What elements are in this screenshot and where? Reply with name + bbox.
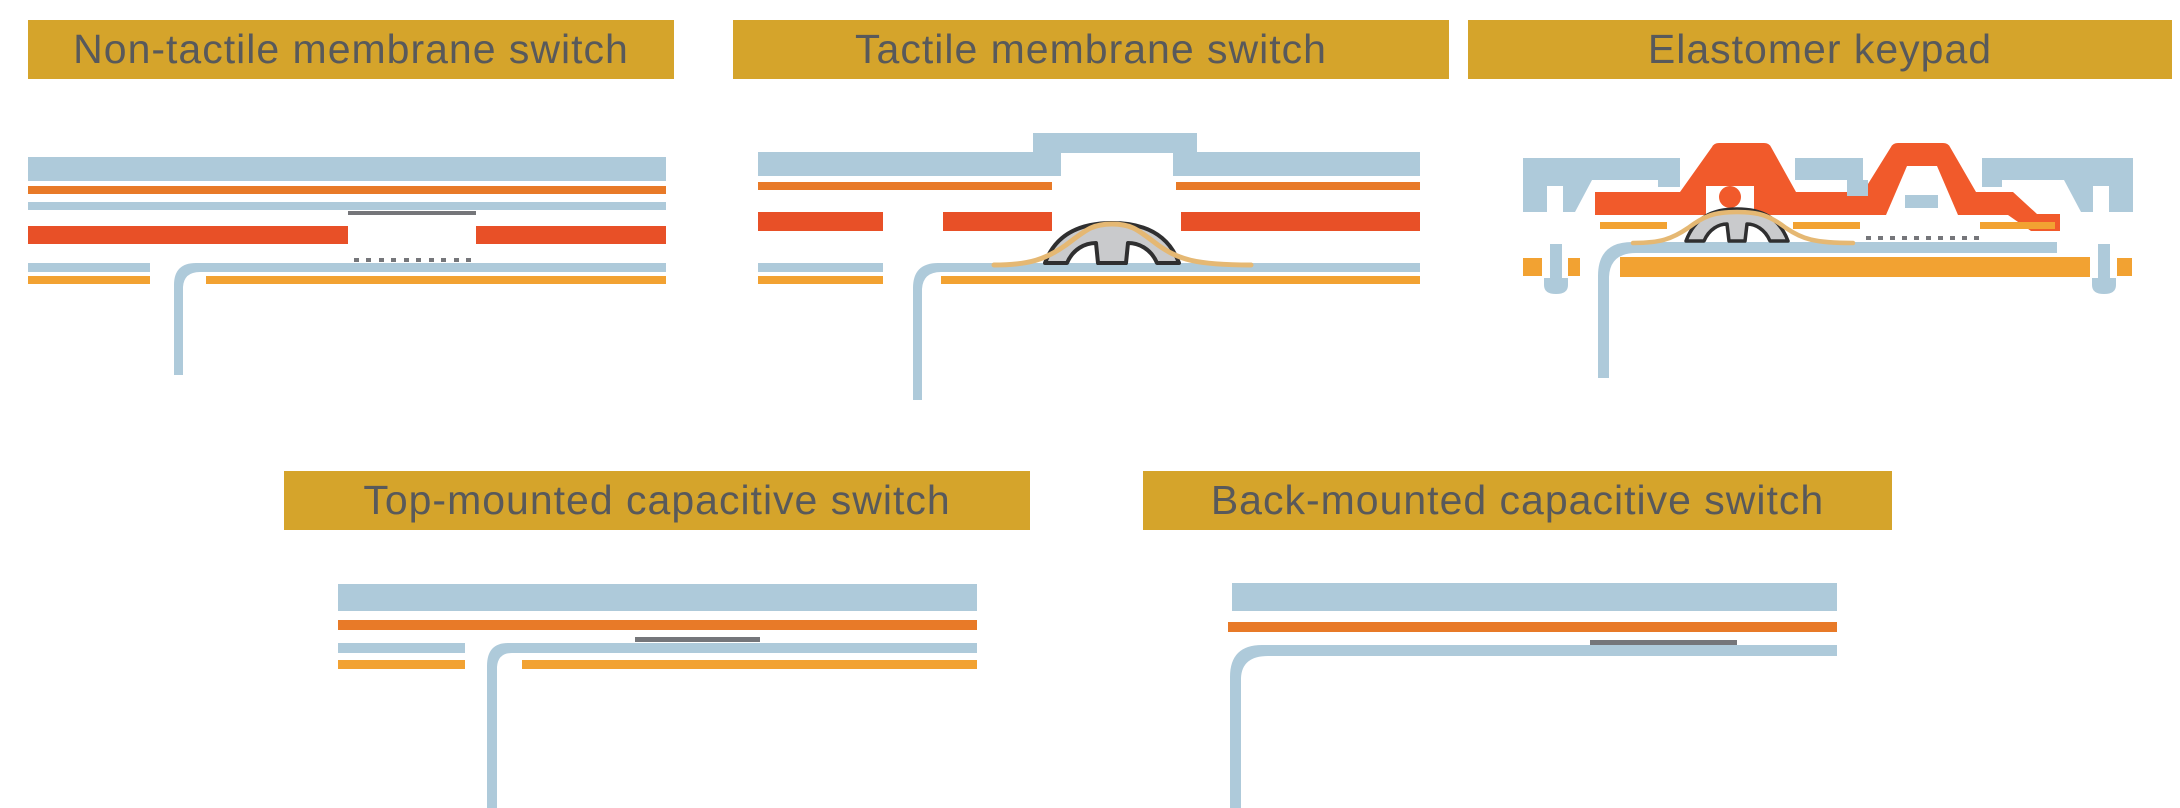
banner-label: Non-tactile membrane switch <box>73 26 629 72</box>
screw-shaft <box>2098 244 2110 280</box>
diagram-elastomer-keypad <box>1523 143 2133 378</box>
overlay-layer <box>1232 583 1837 611</box>
housing-plate-middle <box>1795 158 1863 180</box>
bottom-adhesive-right <box>522 660 977 669</box>
adhesive-layer <box>28 186 666 194</box>
housing-screw-slot-left <box>1547 186 1563 212</box>
banner-back-mounted-capacitive-switch: Back-mounted capacitive switch <box>1143 471 1892 530</box>
sensor-electrode-line <box>1590 640 1737 645</box>
banner-label: Back-mounted capacitive switch <box>1210 477 1825 523</box>
spacer-layer-right <box>1181 212 1420 231</box>
adhesive-layer <box>338 620 977 630</box>
pcb-block-outer-right <box>2117 258 2132 276</box>
diagram-tactile-membrane-switch <box>758 133 1420 400</box>
adhesive-strip-left <box>1600 222 1667 229</box>
spacer-layer-middle <box>943 212 1052 231</box>
tactile-membrane-sheet <box>991 221 1254 268</box>
banner-tactile-membrane-switch: Tactile membrane switch <box>733 20 1449 79</box>
adhesive-layer-left <box>758 182 1052 190</box>
key-plateau <box>1033 133 1197 153</box>
banner-elastomer-keypad: Elastomer keypad <box>1468 20 2172 79</box>
overlay-layer-right <box>1179 152 1420 176</box>
adhesive-layer <box>1228 622 1837 632</box>
bottom-adhesive-left <box>338 660 465 669</box>
diagram-non-tactile-membrane-switch <box>28 157 666 375</box>
screw-left <box>1544 244 1568 294</box>
key-plateau-right-leg <box>1173 150 1197 176</box>
bottom-adhesive-left <box>28 276 150 284</box>
key-plateau-left-leg <box>1033 150 1057 176</box>
housing-rib-between-keys <box>1847 180 1868 196</box>
overlay-layer <box>28 157 666 181</box>
housing-plate-left-lip <box>1658 180 1680 187</box>
upper-electrode-line <box>348 211 476 215</box>
adhesive-layer-right <box>1176 182 1420 190</box>
spacer-layer-left <box>758 212 883 231</box>
adhesive-strip-middle <box>1793 222 1860 229</box>
banner-label: Top-mounted capacitive switch <box>363 477 951 523</box>
key1-actuator-nub <box>1719 186 1741 208</box>
housing-screw-slot-right <box>2093 186 2109 212</box>
bottom-adhesive-right <box>206 276 666 284</box>
spacer-layer-left <box>28 226 348 244</box>
banner-non-tactile-membrane-switch: Non-tactile membrane switch <box>28 20 674 79</box>
screw-shaft <box>1550 244 1562 280</box>
sensor-electrode-line <box>635 637 760 642</box>
overlay-layer-left <box>758 152 1061 176</box>
screw-head <box>2092 278 2116 294</box>
housing-plate-right-lip <box>1982 180 2002 187</box>
pcb-block-outer-left <box>1523 258 1542 276</box>
pcb-block-inner-left <box>1568 258 1580 276</box>
contact-dots <box>354 258 471 262</box>
banner-top-mounted-capacitive-switch: Top-mounted capacitive switch <box>284 471 1030 530</box>
circuit-layer-with-tail <box>1230 645 1837 808</box>
lower-circuit-left <box>28 263 150 272</box>
lower-circuit-left <box>758 263 883 272</box>
tactile-membrane-sheet <box>1630 209 1856 246</box>
screw-right <box>2092 244 2116 294</box>
diagram-top-mounted-capacitive-switch <box>338 584 977 808</box>
housing-plate-left <box>1523 158 1680 180</box>
bottom-adhesive-right <box>941 276 1420 284</box>
spacer-layer-right <box>476 226 666 244</box>
banner-label: Elastomer keypad <box>1647 26 1993 72</box>
contact-dots <box>1866 236 1979 240</box>
adhesive-strip-right <box>1980 222 2055 229</box>
upper-circuit-layer <box>28 202 666 210</box>
screw-head <box>1544 278 1568 294</box>
key2-hollow-interior <box>1886 166 1958 215</box>
housing-plate-right <box>1982 158 2133 180</box>
pcb-layer <box>1620 257 2090 277</box>
diagram-back-mounted-capacitive-switch <box>1228 583 1837 808</box>
banner-label: Tactile membrane switch <box>855 26 1327 72</box>
circuit-layer-left <box>338 643 465 653</box>
bottom-adhesive-left <box>758 276 883 284</box>
overlay-layer <box>338 584 977 611</box>
key2-plunger <box>1905 195 1938 208</box>
